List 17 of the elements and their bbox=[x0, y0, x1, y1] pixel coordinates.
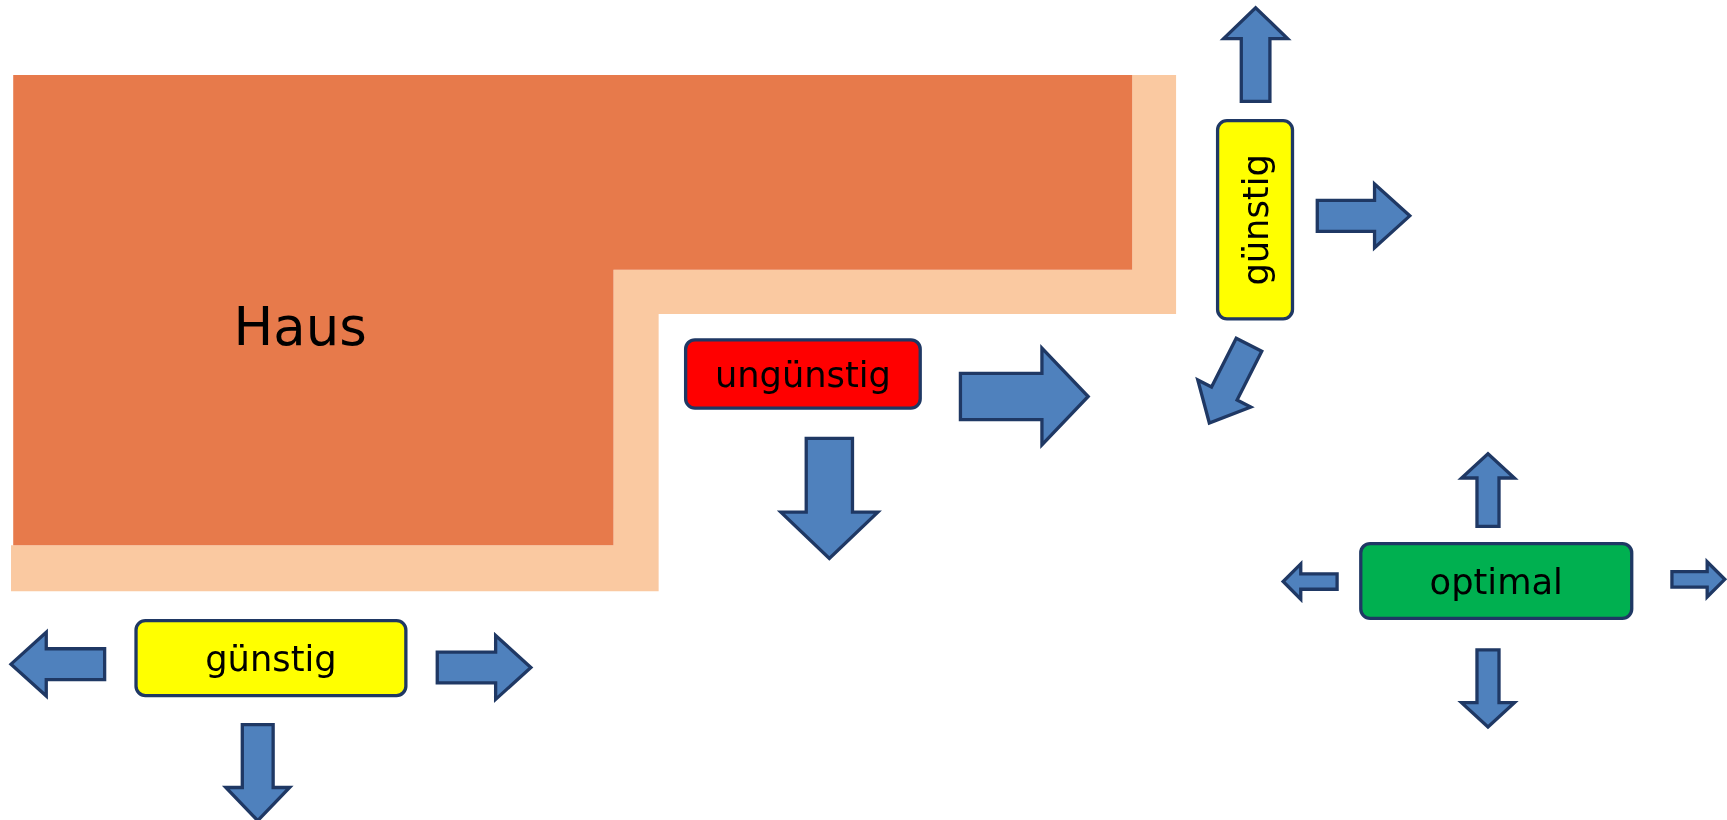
rating-label: günstig bbox=[134, 619, 408, 698]
block-arrow bbox=[1280, 559, 1339, 604]
block-arrow bbox=[8, 628, 107, 700]
block-arrow bbox=[1670, 557, 1727, 601]
rating-label: ungünstig bbox=[683, 338, 922, 410]
block-arrow bbox=[221, 723, 294, 820]
block-arrow bbox=[1457, 648, 1519, 730]
block-arrow bbox=[1457, 451, 1519, 529]
block-arrow bbox=[435, 631, 534, 704]
rating-label: günstig bbox=[1215, 118, 1295, 321]
block-arrow bbox=[776, 436, 882, 561]
block-arrow bbox=[1219, 5, 1292, 103]
house-label: Haus bbox=[233, 295, 367, 357]
block-arrow bbox=[1315, 180, 1413, 252]
block-arrow bbox=[958, 343, 1091, 450]
rating-label: optimal bbox=[1359, 541, 1634, 621]
block-arrow bbox=[1195, 336, 1264, 426]
